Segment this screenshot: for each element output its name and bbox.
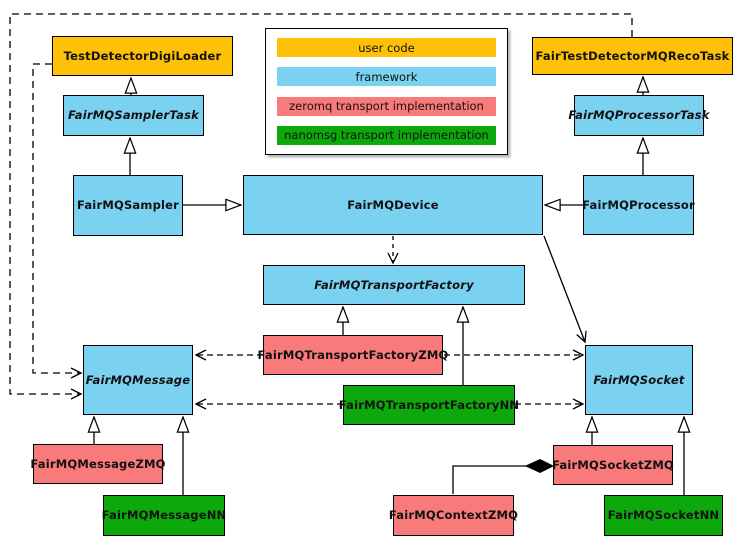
- composition-diamond-icon: [524, 458, 555, 474]
- legend-item-zeromq: zeromq transport implementation: [277, 96, 496, 116]
- edge-dep-recotask-to-message: [9, 13, 633, 400]
- class-node-fairmqdevice: FairMQDevice: [243, 175, 543, 235]
- class-node-fairmqsocketzmq: FairMQSocketZMQ: [552, 445, 674, 485]
- class-node-fairmqsampler: FairMQSampler: [73, 175, 183, 236]
- class-node-fairmqprocessortask: FairMQProcessorTask: [568, 95, 709, 136]
- class-node-fairmqtransportfactory: FairMQTransportFactory: [263, 265, 525, 305]
- class-node-fairmqsocket: FairMQSocket: [585, 345, 693, 415]
- class-node-fairmqsamplertask: FairMQSamplerTask: [63, 95, 204, 136]
- legend-item-framework: framework: [277, 67, 496, 87]
- class-node-fairmqmessagezmq: FairMQMessageZMQ: [30, 444, 165, 484]
- edge-dep-digiloader-to-message: [32, 63, 83, 379]
- class-node-fairtestdetectormqrecotask: FairTestDetectorMQRecoTask: [532, 37, 733, 75]
- edge-comp-contextzmq-to-socketzmq: [452, 465, 527, 494]
- legend-item-nanomsg: nanomsg transport implementation: [277, 125, 496, 145]
- class-node-fairmqmessage: FairMQMessage: [83, 345, 193, 415]
- class-node-testdetectordigiloader: TestDetectorDigiLoader: [52, 36, 233, 76]
- class-node-fairmqtransportfactorynn: FairMQTransportFactoryNN: [339, 385, 519, 425]
- class-node-fairmqcontextzmq: FairMQContextZMQ: [389, 495, 518, 536]
- class-node-fairmqsocketnn: FairMQSocketNN: [604, 495, 723, 536]
- class-node-fairmqmessagenn: FairMQMessageNN: [102, 495, 226, 536]
- edge-assoc-device-to-socket: [543, 235, 587, 344]
- class-node-fairmqtransportfactoryzmq: FairMQTransportFactoryZMQ: [258, 335, 448, 375]
- class-node-fairmqprocessor: FairMQProcessor: [582, 175, 695, 235]
- legend: user code framework zeromq transport imp…: [265, 28, 508, 155]
- legend-item-user-code: user code: [277, 38, 496, 57]
